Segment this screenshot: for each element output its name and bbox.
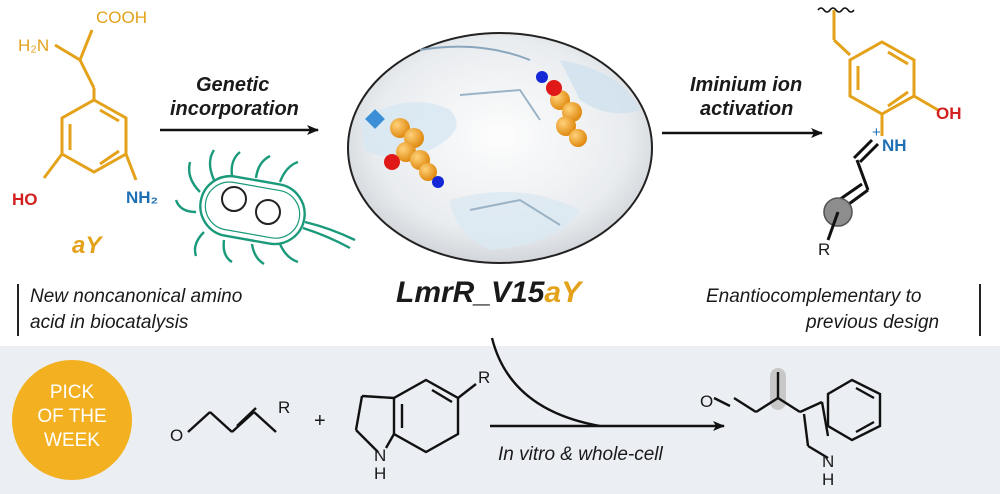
- indole-h-label: H: [374, 464, 387, 483]
- iminium-label: Iminium ion: [690, 74, 803, 96]
- cooh-label: COOH: [96, 8, 147, 27]
- product-h-label: H: [822, 470, 835, 489]
- protein-title-suffix: aY: [544, 276, 582, 309]
- h2n-label: H₂N: [18, 36, 50, 55]
- activation-label: activation: [700, 98, 794, 120]
- right-note-line1: Enantiocomplementary to: [706, 286, 922, 307]
- reaction-arrow: [490, 337, 601, 428]
- reaction-band: [0, 346, 1000, 494]
- badge-line3: WEEK: [44, 430, 100, 451]
- nh2-label: NH₂: [126, 188, 159, 207]
- nh-label: NH: [882, 136, 907, 155]
- aldehyde-o-label: O: [170, 426, 184, 445]
- aldehyde-r-label: R: [278, 398, 291, 417]
- r-label: R: [818, 240, 831, 259]
- ay-label: aY: [72, 232, 102, 259]
- left-note-line1: New noncanonical amino: [30, 286, 243, 307]
- ho-label: HO: [12, 190, 38, 209]
- protein-title-main: LmrR_V15: [396, 276, 545, 309]
- incorporation-label: incorporation: [170, 98, 299, 120]
- left-note-line2: acid in biocatalysis: [30, 312, 189, 333]
- right-note-line2: previous design: [806, 312, 940, 333]
- amino-acid-structure: [42, 29, 138, 181]
- product-structure: [713, 368, 882, 460]
- badge-line1: PICK: [49, 382, 95, 403]
- iminium-structure: [817, 7, 939, 241]
- badge-line2: OF THE: [37, 406, 107, 427]
- indole-r-label: R: [478, 368, 491, 387]
- product-n-label: N: [822, 452, 835, 471]
- oh-label: OH: [936, 104, 962, 123]
- indole-structure: [354, 378, 477, 454]
- product-o-label: O: [700, 392, 714, 411]
- pick-badge: [12, 360, 132, 480]
- genetic-label: Genetic: [196, 74, 270, 96]
- bacterium-icon: [174, 149, 356, 266]
- protein-title: LmrR_V15aY: [396, 276, 581, 310]
- conditions-label: In vitro & whole-cell: [498, 444, 663, 465]
- charge-label: +: [872, 124, 881, 141]
- aldehyde-structure: [187, 407, 277, 433]
- indole-n-label: N: [374, 446, 387, 465]
- protein-pocket-icon: [347, 32, 653, 264]
- plus-label: +: [314, 410, 326, 432]
